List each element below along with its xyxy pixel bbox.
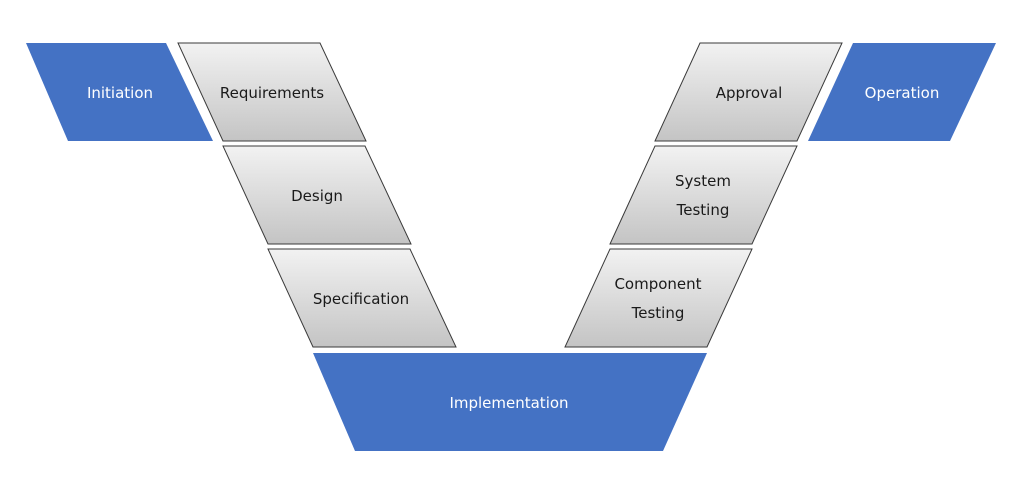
step-system-testing-label-line1: System <box>675 172 731 190</box>
phase-initiation-label: Initiation <box>87 84 153 102</box>
step-component-testing-label-line1: Component <box>614 275 701 293</box>
step-design-label: Design <box>291 187 343 205</box>
step-specification-label: Specification <box>313 290 409 308</box>
phase-operation: Operation <box>808 43 996 141</box>
step-requirements: Requirements <box>177 42 367 142</box>
phase-implementation-label: Implementation <box>449 394 568 412</box>
step-specification: Specification <box>267 248 457 348</box>
step-requirements-label: Requirements <box>220 84 324 102</box>
phase-initiation: Initiation <box>26 43 213 141</box>
step-approval: Approval <box>654 42 843 142</box>
step-design: Design <box>222 145 412 245</box>
step-system-testing: System Testing <box>609 145 798 245</box>
phase-implementation: Implementation <box>313 353 707 451</box>
phase-operation-label: Operation <box>865 84 940 102</box>
step-approval-label: Approval <box>716 84 783 102</box>
step-component-testing: Component Testing <box>564 248 753 348</box>
step-system-testing-label-line2: Testing <box>676 201 730 219</box>
step-component-testing-label-line2: Testing <box>631 304 685 322</box>
